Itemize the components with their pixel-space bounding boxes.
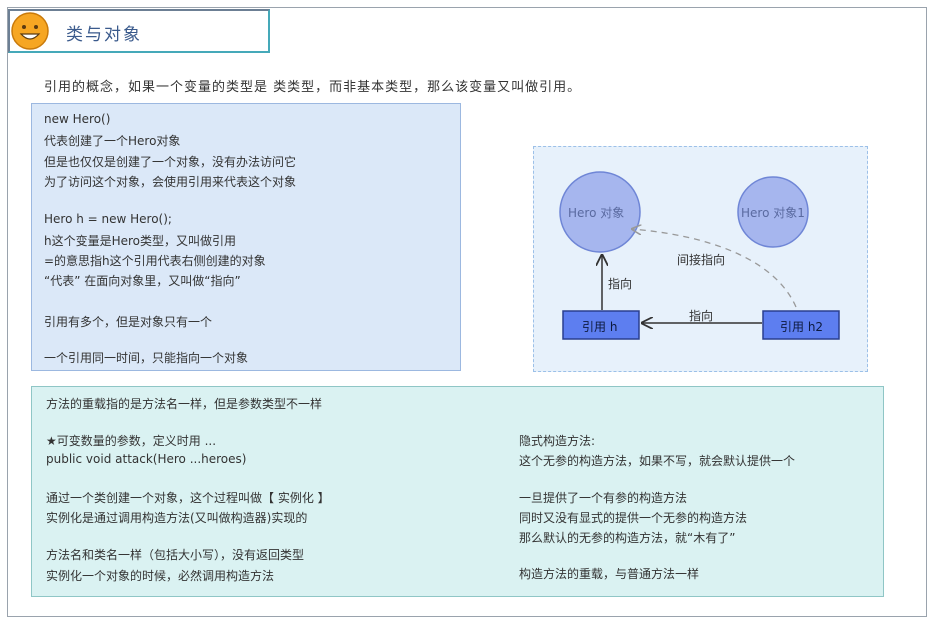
indirect-label: 间接指向 (677, 253, 726, 267)
left-line: 但是也仅仅是创建了一个对象，没有办法访问它 (44, 155, 297, 169)
left-note-panel: new Hero() 代表创建了一个Hero对象 但是也仅仅是创建了一个对象，没… (31, 103, 461, 371)
arrow-left-label: 指向 (689, 309, 714, 323)
ref-h2-label: 引用 h2 (780, 320, 824, 334)
object1-label: Hero 对象 (568, 206, 625, 220)
bottom-left-line: 实例化是通过调用构造方法(又叫做构造器)实现的 (46, 511, 308, 525)
left-line: 代表创建了一个Hero对象 (44, 134, 181, 148)
left-line: 引用有多个，但是对象只有一个 (44, 315, 213, 329)
bottom-right-line: 一旦提供了一个有参的构造方法 (519, 491, 688, 505)
left-line: Hero h = new Hero(); (44, 212, 172, 226)
bottom-left-line: 通过一个类创建一个对象，这个过程叫做【 实例化 】 (46, 491, 330, 505)
page-frame (7, 7, 927, 617)
bottom-right-line: 这个无参的构造方法，如果不写，就会默认提供一个 (519, 454, 796, 468)
title-box (8, 9, 270, 53)
left-line: 为了访问这个对象，会使用引用来代表这个对象 (44, 175, 297, 189)
bottom-note-panel: 方法的重载指的是方法名一样，但是参数类型不一样 ★可变数量的参数，定义时用 ..… (31, 386, 884, 597)
reference-diagram: Hero 对象 Hero 对象1 引用 h 引用 h2 指向 指向 间接指向 (533, 146, 868, 372)
left-line: h这个变量是Hero类型，又叫做引用 (44, 234, 237, 248)
left-line: 一个引用同一时间，只能指向一个对象 (44, 351, 249, 365)
bottom-right-line: 隐式构造方法: (519, 434, 596, 448)
hero-object-circle (559, 171, 641, 253)
bottom-left-line: public void attack(Hero ...heroes) (46, 452, 247, 466)
bottom-left-line: ★可变数量的参数，定义时用 ... (46, 434, 217, 448)
bottom-left-line: 方法名和类名一样（包括大小写），没有返回类型 (46, 548, 305, 562)
object2-label: Hero 对象1 (741, 206, 805, 220)
left-line: new Hero() (44, 112, 111, 126)
arrow-up-label: 指向 (608, 277, 633, 291)
ref-h2-box (762, 310, 840, 340)
bottom-right-line: 构造方法的重载，与普通方法一样 (519, 567, 700, 581)
smiley-icon (11, 12, 49, 50)
left-line: =的意思指h这个引用代表右侧创建的对象 (44, 254, 266, 268)
ref-h-box (562, 310, 640, 340)
bottom-left-line: 实例化一个对象的时候，必然调用构造方法 (46, 569, 275, 583)
bottom-left-line: 方法的重载指的是方法名一样，但是参数类型不一样 (46, 397, 323, 411)
left-line: “代表” 在面向对象里，又叫做“指向” (44, 274, 241, 288)
bottom-right-line: 同时又没有显式的提供一个无参的构造方法 (519, 511, 748, 525)
intro-text: 引用的概念，如果一个变量的类型是 类类型，而非基本类型，那么该变量又叫做引用。 (44, 80, 582, 95)
diagram-canvas (559, 171, 840, 340)
hero-object1-circle (737, 176, 809, 248)
ref-h-label: 引用 h (582, 320, 618, 334)
bottom-right-line: 那么默认的无参的构造方法，就“木有了” (519, 531, 736, 545)
page-title: 类与对象 (66, 25, 142, 45)
